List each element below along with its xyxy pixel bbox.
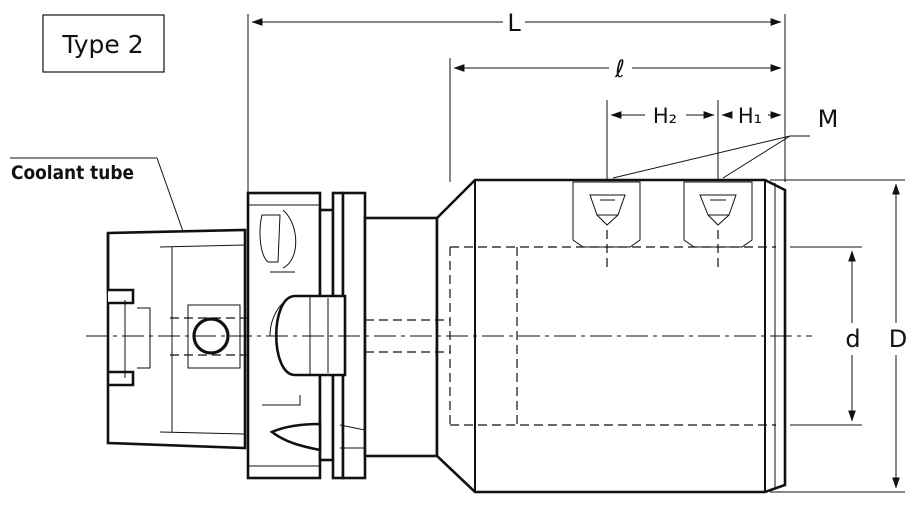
dimension-H1: H₁ [721, 104, 782, 128]
clamp-screw-2 [572, 181, 641, 270]
dimension-D-label: D [889, 325, 907, 353]
extension-lines [247, 14, 905, 493]
dimension-d: d [845, 250, 861, 422]
dimension-L: L [251, 9, 782, 37]
dimension-L-label: L [507, 9, 521, 37]
callout-M-label: M [818, 105, 839, 133]
hsk-shank [106, 228, 250, 450]
type-label: Type 2 [61, 30, 143, 59]
tool-holder [86, 178, 812, 494]
neck [363, 216, 439, 458]
dimension-H1-label: H₁ [738, 104, 762, 128]
dimension-D: D [889, 183, 907, 489]
dimension-H2-label: H₂ [653, 104, 677, 128]
clamp-screw-1 [683, 181, 753, 270]
dimension-H2: H₂ [610, 104, 715, 128]
dimension-l: ℓ [453, 55, 782, 83]
dimension-l-label: ℓ [614, 55, 625, 83]
type-label-box: Type 2 [42, 14, 165, 73]
callout-M: M [612, 105, 839, 179]
dimension-d-label: d [845, 325, 860, 353]
callout-coolant-tube-label: Coolant tube [11, 162, 134, 184]
